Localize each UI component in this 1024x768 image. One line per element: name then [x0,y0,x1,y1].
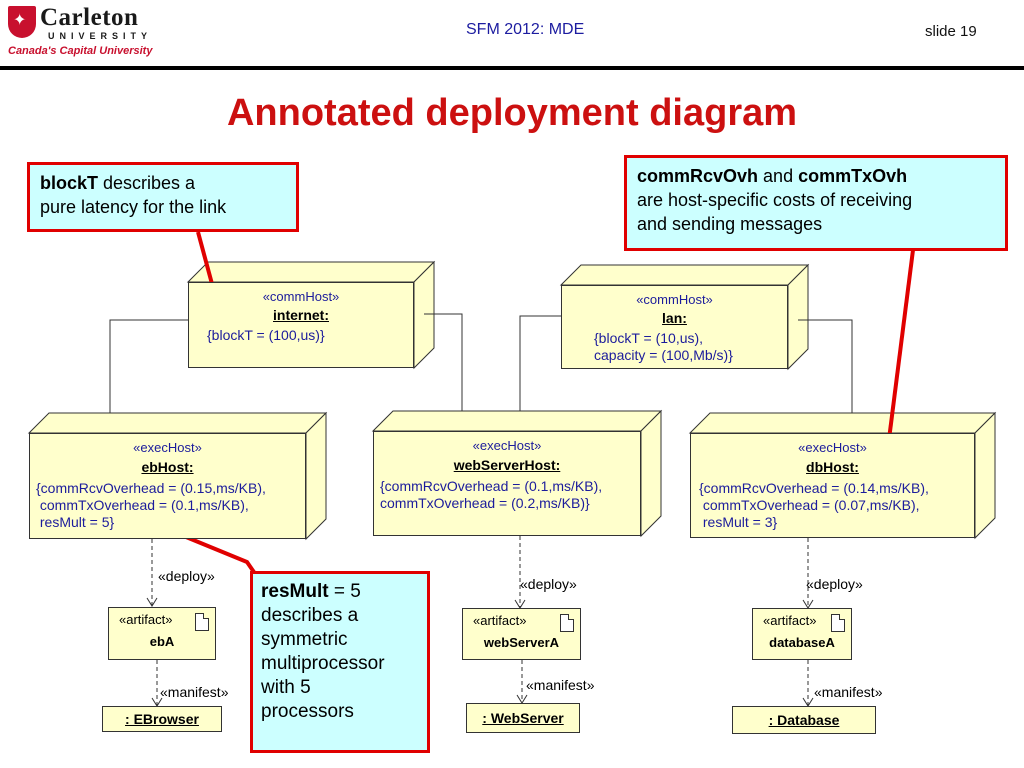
document-icon [560,614,574,632]
shield-icon [8,6,36,38]
slide-title: Annotated deployment diagram [226,92,798,134]
node-property: {commRcvOverhead = (0.15,ms/KB), [36,480,266,496]
callout-term: commRcvOvh [637,166,759,186]
node-name: webServerHost: [453,457,561,473]
node-property: {commRcvOverhead = (0.1,ms/KB), [380,478,603,494]
callout-text: processors [261,701,354,722]
callout-text: and [758,166,799,186]
node-stereotype: «execHost» [133,440,202,455]
callout-term: commTxOvh [798,166,908,186]
artifact-name: ebA [149,634,175,649]
logo-tagline: Canada's Capital University [8,45,153,57]
callout-text: = 5 [328,581,361,602]
dbhost-node-top [688,412,997,434]
path-lan-webserverhost [519,315,561,411]
manifest-label-eb: «manifest» [160,684,229,700]
callout-comm-overhead: commRcvOvh and commTxOvh are host-specif… [624,155,1008,251]
webserverhost-node-side [640,409,662,538]
callout-blockt: blockT describes a pure latency for the … [27,162,299,232]
artifact-databasea[interactable]: «artifact» databaseA [752,608,852,660]
ebhost-node-side [305,411,327,541]
callout-text: and sending messages [637,214,823,234]
internet-node-top [186,261,436,283]
node-property: {blockT = (10,us), [594,330,704,346]
instance-webserver[interactable]: : WebServer [466,703,580,733]
lan-node-top [559,264,810,286]
path-lan-dbhost [798,319,853,413]
maple-leaf-icon: ✦ [13,10,27,29]
node-lan[interactable]: «commHost» lan: {blockT = (10,us), capac… [561,285,788,369]
dbhost-node-side [974,411,996,540]
artifact-webservera[interactable]: «artifact» webServerA [462,608,581,660]
node-ebhost[interactable]: «execHost» ebHost: {commRcvOverhead = (0… [29,433,306,539]
callout-text: describes a [261,605,359,626]
callout-text: symmetric [261,629,348,650]
artifact-eba[interactable]: «artifact» ebA [108,607,216,660]
node-property: resMult = 5} [36,514,115,530]
callout-term: resMult [261,581,329,602]
manifest-label-web: «manifest» [526,677,595,693]
node-name: lan: [662,310,687,326]
callout-text: describes a [98,173,196,193]
artifact-name: webServerA [483,635,560,650]
instance-ebrowser[interactable]: : EBrowser [102,706,222,732]
node-name: internet: [273,307,329,323]
node-dbhost[interactable]: «execHost» dbHost: {commRcvOverhead = (0… [690,433,975,538]
node-property: {commRcvOverhead = (0.14,ms/KB), [699,480,929,496]
node-webserverhost[interactable]: «execHost» webServerHost: {commRcvOverhe… [373,431,641,536]
conference-label: SFM 2012: MDE [466,21,585,38]
deploy-label-eb: «deploy» [158,568,215,584]
node-property: commTxOverhead = (0.2,ms/KB)} [380,495,590,511]
node-stereotype: «execHost» [472,438,542,453]
deploy-label-web: «deploy» [520,576,577,592]
internet-node-side [413,260,435,370]
artifact-stereotype: «artifact» [473,613,527,628]
artifact-name: databaseA [769,635,835,650]
ebhost-node-top [27,412,328,434]
deploy-label-db: «deploy» [806,576,863,592]
callout-text: with 5 [261,677,311,698]
logo-wordmark: Carleton [40,4,139,31]
node-property: commTxOverhead = (0.07,ms/KB), [699,497,920,513]
slide-number: slide 19 [925,23,977,40]
document-icon [195,613,209,631]
callout-text: multiprocessor [261,653,385,674]
node-property: commTxOverhead = (0.1,ms/KB), [36,497,249,513]
node-stereotype: «commHost» [262,289,340,304]
artifact-stereotype: «artifact» [763,613,817,628]
logo-subtitle: UNIVERSITY [48,31,153,41]
callout-term: blockT [40,173,99,193]
node-name: ebHost: [141,459,194,475]
document-icon [831,614,845,632]
header-rule [0,66,1024,70]
node-property: resMult = 3} [699,514,778,530]
instance-database[interactable]: : Database [732,706,876,734]
manifest-label-db: «manifest» [814,684,883,700]
webserverhost-node-top [371,410,663,432]
callout-resmult: resMult = 5 describes a symmetric multip… [250,571,430,753]
path-ebhost-internet [109,319,188,413]
artifact-stereotype: «artifact» [119,612,173,627]
pointer-comm [884,249,915,464]
node-stereotype: «execHost» [798,440,867,455]
node-stereotype: «commHost» [636,292,713,307]
path-internet-webserverhost [424,313,463,411]
callout-text: pure latency for the link [40,197,227,217]
deploy-eb-arrow [146,597,158,607]
node-internet[interactable]: «commHost» internet: {blockT = (100,us)} [188,282,414,368]
lan-node-side [787,263,809,371]
node-property: {blockT = (100,us)} [207,327,325,343]
node-name: dbHost: [806,459,859,475]
node-property: capacity = (100,Mb/s)} [594,347,733,363]
callout-text: are host-specific costs of receiving [637,190,913,210]
